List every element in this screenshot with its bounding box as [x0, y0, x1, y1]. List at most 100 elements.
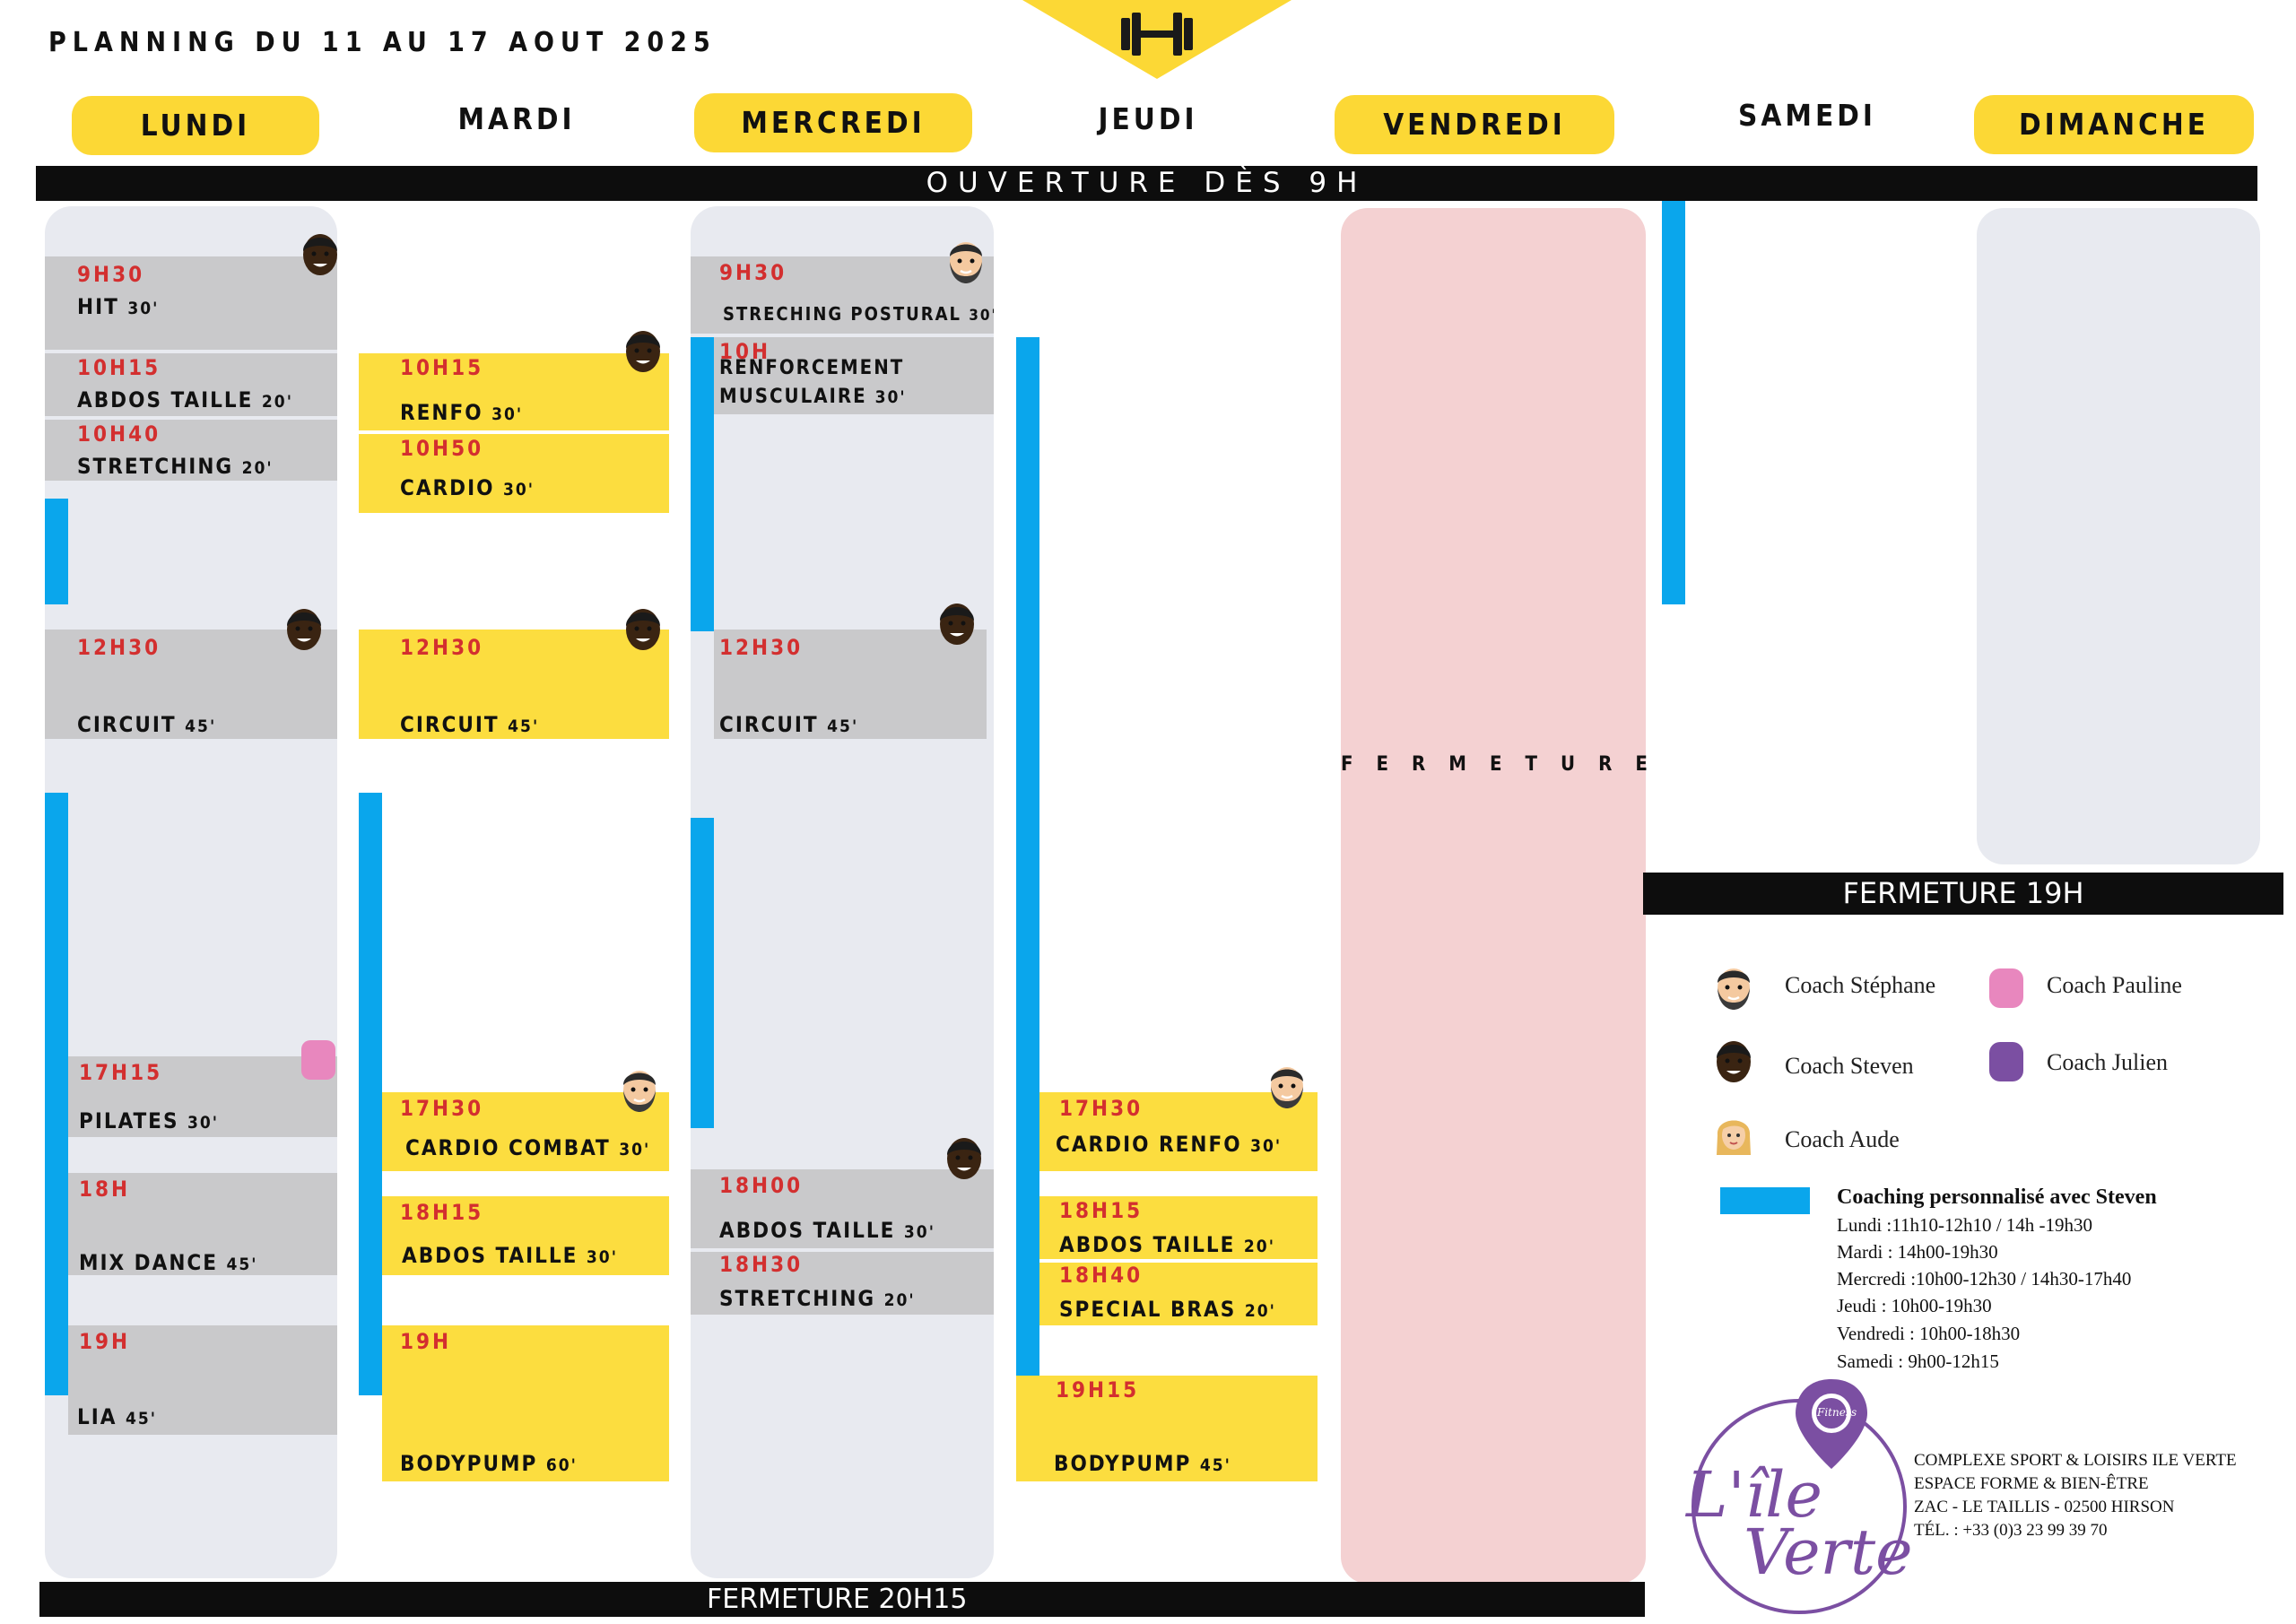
class-time: 12H30 — [719, 635, 804, 660]
class-block: 19H LIA 45' — [68, 1325, 337, 1435]
class-block: 17H30 CARDIO RENFO 30' — [1039, 1092, 1318, 1171]
header-dumbbell-badge — [1022, 0, 1292, 79]
class-block: 12H30 CIRCUIT 45' — [714, 630, 987, 739]
logo-fitness-label: Fitness — [1817, 1406, 1857, 1419]
coaching-line: Mardi : 14h00-19h30 — [1837, 1241, 1998, 1263]
day-header-mercredi: MERCREDI — [694, 93, 972, 152]
class-block: 18H00 ABDOS TAILLE 30' — [691, 1169, 994, 1248]
closing-main-label: FERMETURE 20H15 — [707, 1584, 968, 1615]
address-line: TÉL. : +33 (0)3 23 99 39 70 — [1914, 1521, 2108, 1540]
class-name: MIX DANCE 45' — [79, 1250, 258, 1275]
coach-steven-avatar — [940, 604, 974, 645]
address-line: ESPACE FORME & BIEN-ÊTRE — [1914, 1474, 2149, 1493]
class-block: 18H30 STRETCHING 20' — [691, 1252, 994, 1315]
class-time: 18H00 — [719, 1173, 804, 1198]
coaching-bar-tue — [359, 793, 382, 1395]
class-time: 18H15 — [1059, 1198, 1144, 1223]
class-name-line2: MUSCULAIRE 30' — [719, 386, 907, 408]
coach-steven-icon — [1717, 1041, 1751, 1082]
class-block: 18H15 ABDOS TAILLE 30' — [382, 1196, 669, 1275]
class-block: 9H30 HIT 30' — [45, 256, 337, 350]
class-name: ABDOS TAILLE 20' — [77, 387, 293, 413]
coach-aude-icon — [1717, 1120, 1751, 1155]
class-block: 18H40 SPECIAL BRAS 20' — [1039, 1263, 1318, 1325]
coach-stephane-avatar — [1269, 1065, 1305, 1110]
planning-title: PLANNING DU 11 AU 17 AOUT 2025 — [48, 27, 717, 58]
coach-steven-avatar — [626, 609, 660, 650]
class-time: 12H30 — [400, 635, 484, 660]
class-name: BODYPUMP 45' — [1054, 1451, 1231, 1476]
address-line: COMPLEXE SPORT & LOISIRS ILE VERTE — [1914, 1451, 2237, 1470]
class-name: STRETCHING 20' — [719, 1286, 916, 1311]
coach-stephane-avatar — [622, 1069, 657, 1114]
wednesday-column — [691, 206, 994, 1578]
day-header-jeudi: JEUDI — [1098, 101, 1198, 136]
class-name: RENFO 30' — [400, 400, 524, 425]
class-name: CIRCUIT 45' — [77, 712, 217, 737]
class-name: CARDIO RENFO 30' — [1056, 1132, 1283, 1157]
class-name: HIT 30' — [77, 294, 160, 319]
class-time: 10H — [719, 339, 771, 364]
class-time: 18H30 — [719, 1252, 804, 1277]
coaching-line: Lundi :11h10-12h10 / 14h -19h30 — [1837, 1214, 2093, 1236]
class-name: CARDIO COMBAT 30' — [405, 1135, 651, 1160]
coaching-bar-mon-am — [45, 499, 68, 604]
coaching-line: Jeudi : 10h00-19h30 — [1837, 1295, 1992, 1316]
class-name: CARDIO 30' — [400, 475, 535, 500]
class-block: 10H15 RENFO 30' — [359, 353, 669, 430]
coaching-line: Samedi : 9h00-12h15 — [1837, 1350, 1999, 1372]
coach-steven-avatar — [947, 1138, 981, 1179]
class-time: 19H15 — [1056, 1377, 1140, 1403]
friday-closed-label: FERMETURE — [1341, 753, 1671, 776]
coaching-bar-mon-pm — [45, 793, 68, 1395]
class-block: 17H30 CARDIO COMBAT 30' — [382, 1092, 669, 1171]
class-block: 19H15 BODYPUMP 45' — [1016, 1376, 1318, 1481]
class-name: CIRCUIT 45' — [719, 712, 859, 737]
class-time: 10H15 — [77, 355, 161, 380]
class-name: ABDOS TAILLE 30' — [402, 1243, 618, 1268]
class-time: 12H30 — [77, 635, 161, 660]
class-block: 10H RENFORCEMENT MUSCULAIRE 30' — [714, 337, 994, 414]
coach-steven-avatar — [303, 234, 337, 275]
class-time: 9H30 — [77, 262, 145, 287]
class-block: 19H BODYPUMP 60' — [382, 1325, 669, 1481]
class-name: BODYPUMP 60' — [400, 1451, 578, 1476]
coaching-title: Coaching personnalisé avec Steven — [1837, 1185, 2157, 1209]
class-name: STRECHING POSTURAL 30' — [723, 303, 994, 325]
class-name: SPECIAL BRAS 20' — [1059, 1297, 1276, 1322]
class-time: 18H — [79, 1177, 131, 1202]
class-block: 9H30 STRECHING POSTURAL 30' — [691, 256, 994, 334]
class-name: ABDOS TAILLE 20' — [1059, 1232, 1275, 1257]
class-time: 10H40 — [77, 421, 161, 447]
friday-closed-column — [1341, 208, 1646, 1584]
day-header-vendredi: VENDREDI — [1335, 95, 1614, 154]
class-time: 10H15 — [400, 355, 484, 380]
class-block: 12H30 CIRCUIT 45' — [45, 630, 337, 739]
legend-aude: Coach Aude — [1785, 1126, 1900, 1152]
class-block: 18H15 ABDOS TAILLE 20' — [1039, 1196, 1318, 1259]
logo-title-line1: L'île — [1686, 1458, 1822, 1532]
coaching-bar-wed-pm — [691, 818, 714, 1128]
coach-pauline-marker — [301, 1040, 335, 1080]
class-name: CIRCUIT 45' — [400, 712, 540, 737]
day-header-lundi: LUNDI — [72, 96, 319, 155]
coaching-line: Mercredi :10h00-12h30 / 14h30-17h40 — [1837, 1268, 2132, 1290]
coaching-bar-wed-am — [691, 337, 714, 631]
class-name: LIA 45' — [77, 1404, 158, 1429]
class-block: 12H30 CIRCUIT 45' — [359, 630, 669, 739]
class-time: 10H50 — [400, 436, 484, 461]
legend-steven: Coach Steven — [1785, 1053, 1914, 1079]
sunday-column — [1977, 208, 2260, 864]
class-name: STRETCHING 20' — [77, 454, 274, 479]
class-time: 19H — [400, 1329, 452, 1354]
day-header-samedi: SAMEDI — [1738, 98, 1876, 133]
legend-stephane: Coach Stéphane — [1785, 972, 1936, 998]
class-time: 9H30 — [719, 260, 787, 285]
class-block: 18H MIX DANCE 45' — [68, 1173, 337, 1275]
logo-title-line2: Verte — [1744, 1515, 1913, 1589]
class-block: 10H15 ABDOS TAILLE 20' — [45, 353, 337, 416]
class-block: 17H15 PILATES 30' — [68, 1056, 337, 1137]
coaching-bar-thu — [1016, 337, 1039, 1395]
day-header-mardi: MARDI — [457, 101, 576, 136]
coach-pauline-icon — [1989, 968, 2023, 1008]
